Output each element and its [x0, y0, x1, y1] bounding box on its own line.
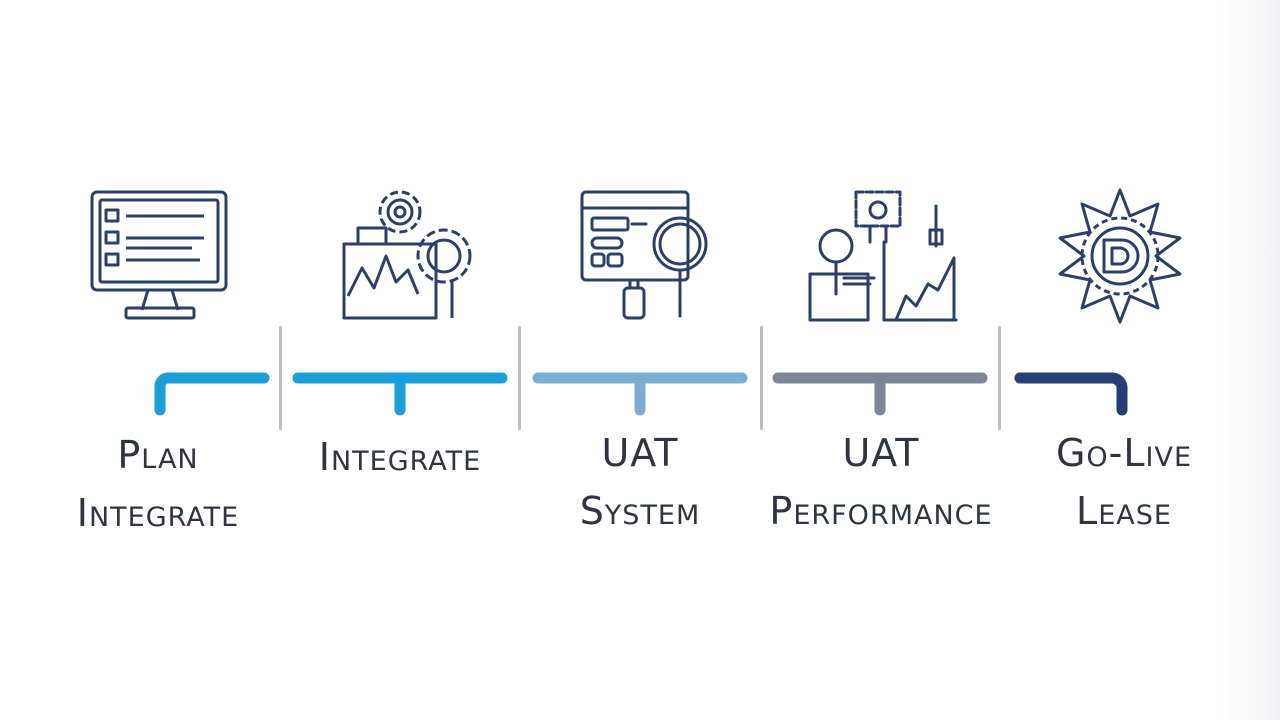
- stage-label-uat-system: UAT System: [530, 424, 750, 540]
- stage-label-line: Lease: [1076, 489, 1172, 533]
- stage-label-line: Go-Live: [1055, 431, 1193, 475]
- stage-bar-integrate-path: [292, 372, 508, 416]
- stage-bar-uat-performance-path: [772, 372, 988, 416]
- starburst-badge-icon: [1050, 186, 1190, 326]
- screen-magnifier-icon: [578, 188, 718, 324]
- stage-label-line: Performance: [769, 489, 993, 533]
- stage-label-integrate: Integrate: [290, 428, 510, 486]
- person-performance-chart-icon: [804, 186, 960, 326]
- stage-label-uat-performance: UAT Performance: [756, 424, 1006, 540]
- stage-label-line: Plan: [117, 433, 199, 477]
- stage-divider: [518, 326, 521, 430]
- stage-divider: [279, 326, 282, 430]
- stage-label-line: System: [579, 489, 701, 533]
- stage-bar-plan: [150, 370, 270, 420]
- stage-label-line: UAT: [842, 431, 920, 475]
- stage-bar-uat-performance: [772, 370, 992, 420]
- stage-label-line: Integrate: [76, 491, 240, 535]
- stage-divider: [760, 326, 763, 430]
- stage-label-go-live: Go-Live Lease: [1024, 424, 1224, 540]
- stage-bar-uat-system: [532, 370, 752, 420]
- stage-bar-uat-system-path: [532, 372, 748, 416]
- stage-bar-plan-path: [154, 372, 270, 416]
- stage-label-line: UAT: [601, 431, 679, 475]
- stage-divider: [998, 326, 1001, 430]
- stage-label-line: Integrate: [318, 435, 482, 479]
- edge-shading: [1220, 0, 1280, 720]
- gears-chart-icon: [338, 184, 478, 324]
- stage-bar-integrate: [292, 370, 512, 420]
- monitor-checklist-icon: [88, 188, 232, 324]
- stage-bar-go-live: [1012, 370, 1132, 420]
- stage-label-plan: Plan Integrate: [58, 426, 258, 542]
- stage-bar-go-live-path: [1014, 372, 1128, 416]
